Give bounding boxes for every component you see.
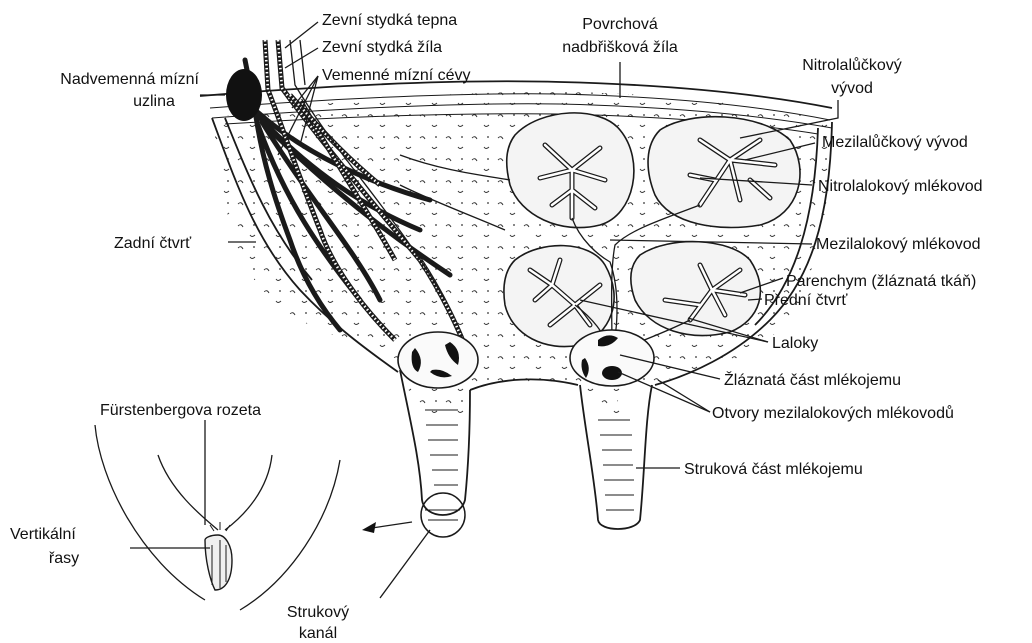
label-predni-ctvrt: Přední čtvrť [764,292,848,309]
label-nitrolaluckovy-1: Nitrolalůčkový [802,56,902,74]
label-zevni-stydka-zila: Zevní stydká žíla [322,39,442,56]
label-vertikalni-2: řasy [49,550,79,567]
direction-arrow [362,522,412,533]
label-vemenne-mizni-cevy: Vemenné mízní cévy [322,67,471,84]
label-povrchova-2: nadbřišková žíla [562,39,678,56]
label-povrchova-1: Povrchová [582,16,658,33]
label-nadvemenna-1: Nadvemenná mízní [60,71,199,88]
label-nitrolalokovy-mlekovod: Nitrolalokový mlékovod [818,178,983,195]
label-nadvemenna-2: uzlina [133,93,175,110]
rosette-inset [95,425,340,610]
label-parenchym: Parenchym (žláznatá tkáň) [786,273,976,290]
label-mezilaluckovy-vyvod: Mezilalůčkový vývod [822,133,968,151]
label-vertikalni-1: Vertikální [10,526,76,543]
label-zlaznata-cast: Žláznatá část mlékojemu [724,370,901,389]
label-strukovy-2: kanál [299,625,337,642]
label-nitrolaluckovy-2: vývod [831,80,873,97]
label-laloky: Laloky [772,335,818,352]
label-furstenbergova-rozeta: Fürstenbergova rozeta [100,402,261,419]
label-strukovy-1: Strukový [287,604,349,621]
teat-cistern-stripes [425,410,634,510]
label-zadni-ctvrt: Zadní čtvrť [114,235,192,252]
label-strukova-cast: Struková část mlékojemu [684,461,863,478]
label-mezilalokovy-mlekovod: Mezilalokový mlékovod [816,236,981,253]
label-zevni-stydka-tepna: Zevní stydká tepna [322,12,457,29]
supramammary-lymph-node [226,69,262,121]
label-otvory: Otvory mezilalokových mlékovodů [712,404,954,422]
